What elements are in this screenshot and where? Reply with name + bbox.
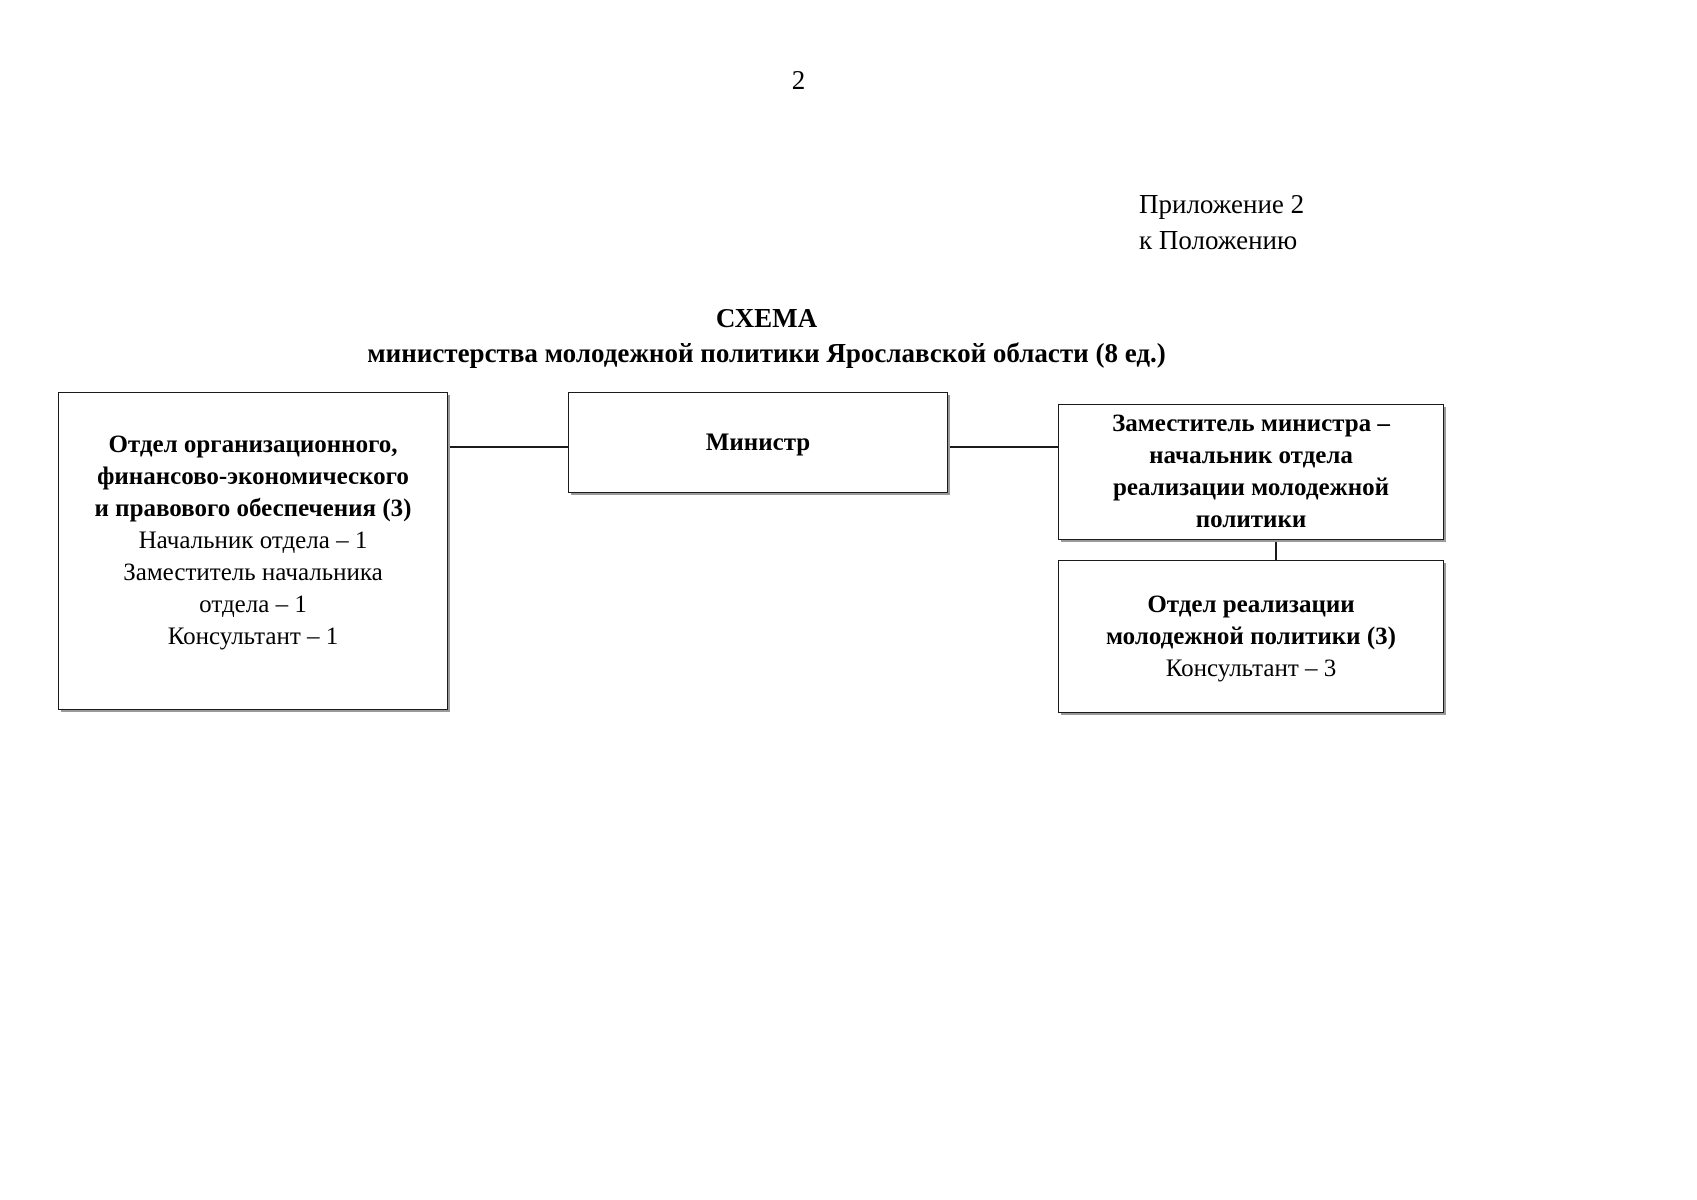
title-subheading: министерства молодежной политики Ярослав… bbox=[367, 338, 1166, 369]
node-dept-staff-line-1: Консультант – 3 bbox=[1165, 654, 1337, 682]
node-deputy-title-line-4: политики bbox=[1195, 506, 1307, 533]
node-deputy-title-line-1: Заместитель министра – bbox=[1112, 410, 1390, 437]
node-deputy-minister[interactable]: Заместитель министра – начальник отдела … bbox=[1058, 404, 1444, 540]
node-org-staff-line-3: отдела – 1 bbox=[199, 591, 307, 618]
node-org-staff-line-2: Заместитель начальника bbox=[123, 559, 383, 586]
appendix-line-1: Приложение 2 bbox=[1139, 189, 1305, 219]
title-heading: СХЕМА bbox=[715, 303, 818, 333]
node-minister[interactable]: Министр bbox=[568, 392, 948, 493]
node-org-title-line-1: Отдел организационного, bbox=[108, 431, 398, 458]
node-org-finance-legal-department[interactable]: Отдел организационного, финансово-эконом… bbox=[58, 392, 448, 710]
node-minister-title: Министр bbox=[705, 428, 811, 456]
node-deputy-title-line-3: реализации молодежной bbox=[1112, 474, 1389, 501]
connector-minister-to-org bbox=[448, 446, 568, 448]
node-youth-policy-department[interactable]: Отдел реализации молодежной политики (3)… bbox=[1058, 560, 1444, 713]
node-org-staff-line-4: Консультант – 1 bbox=[167, 623, 339, 650]
appendix-line-2: к Положению bbox=[1139, 224, 1298, 255]
node-org-title-line-2: финансово-экономического bbox=[97, 463, 409, 490]
node-org-title-line-3: и правового обеспечения (3) bbox=[94, 495, 412, 522]
node-dept-title-line-2: молодежной политики (3) bbox=[1105, 622, 1396, 650]
connector-deputy-to-dept bbox=[1275, 540, 1277, 560]
node-dept-title-line-1: Отдел реализации bbox=[1147, 590, 1355, 618]
node-deputy-title-line-2: начальник отдела bbox=[1149, 442, 1353, 469]
page-title: СХЕМА министерства молодежной политики Я… bbox=[0, 303, 1533, 369]
page-number: 2 bbox=[791, 65, 806, 95]
appendix-reference: Приложение 2 к Положению bbox=[1139, 187, 1304, 259]
node-org-staff-line-1: Начальник отдела – 1 bbox=[138, 527, 368, 554]
connector-minister-to-deputy bbox=[948, 446, 1058, 448]
